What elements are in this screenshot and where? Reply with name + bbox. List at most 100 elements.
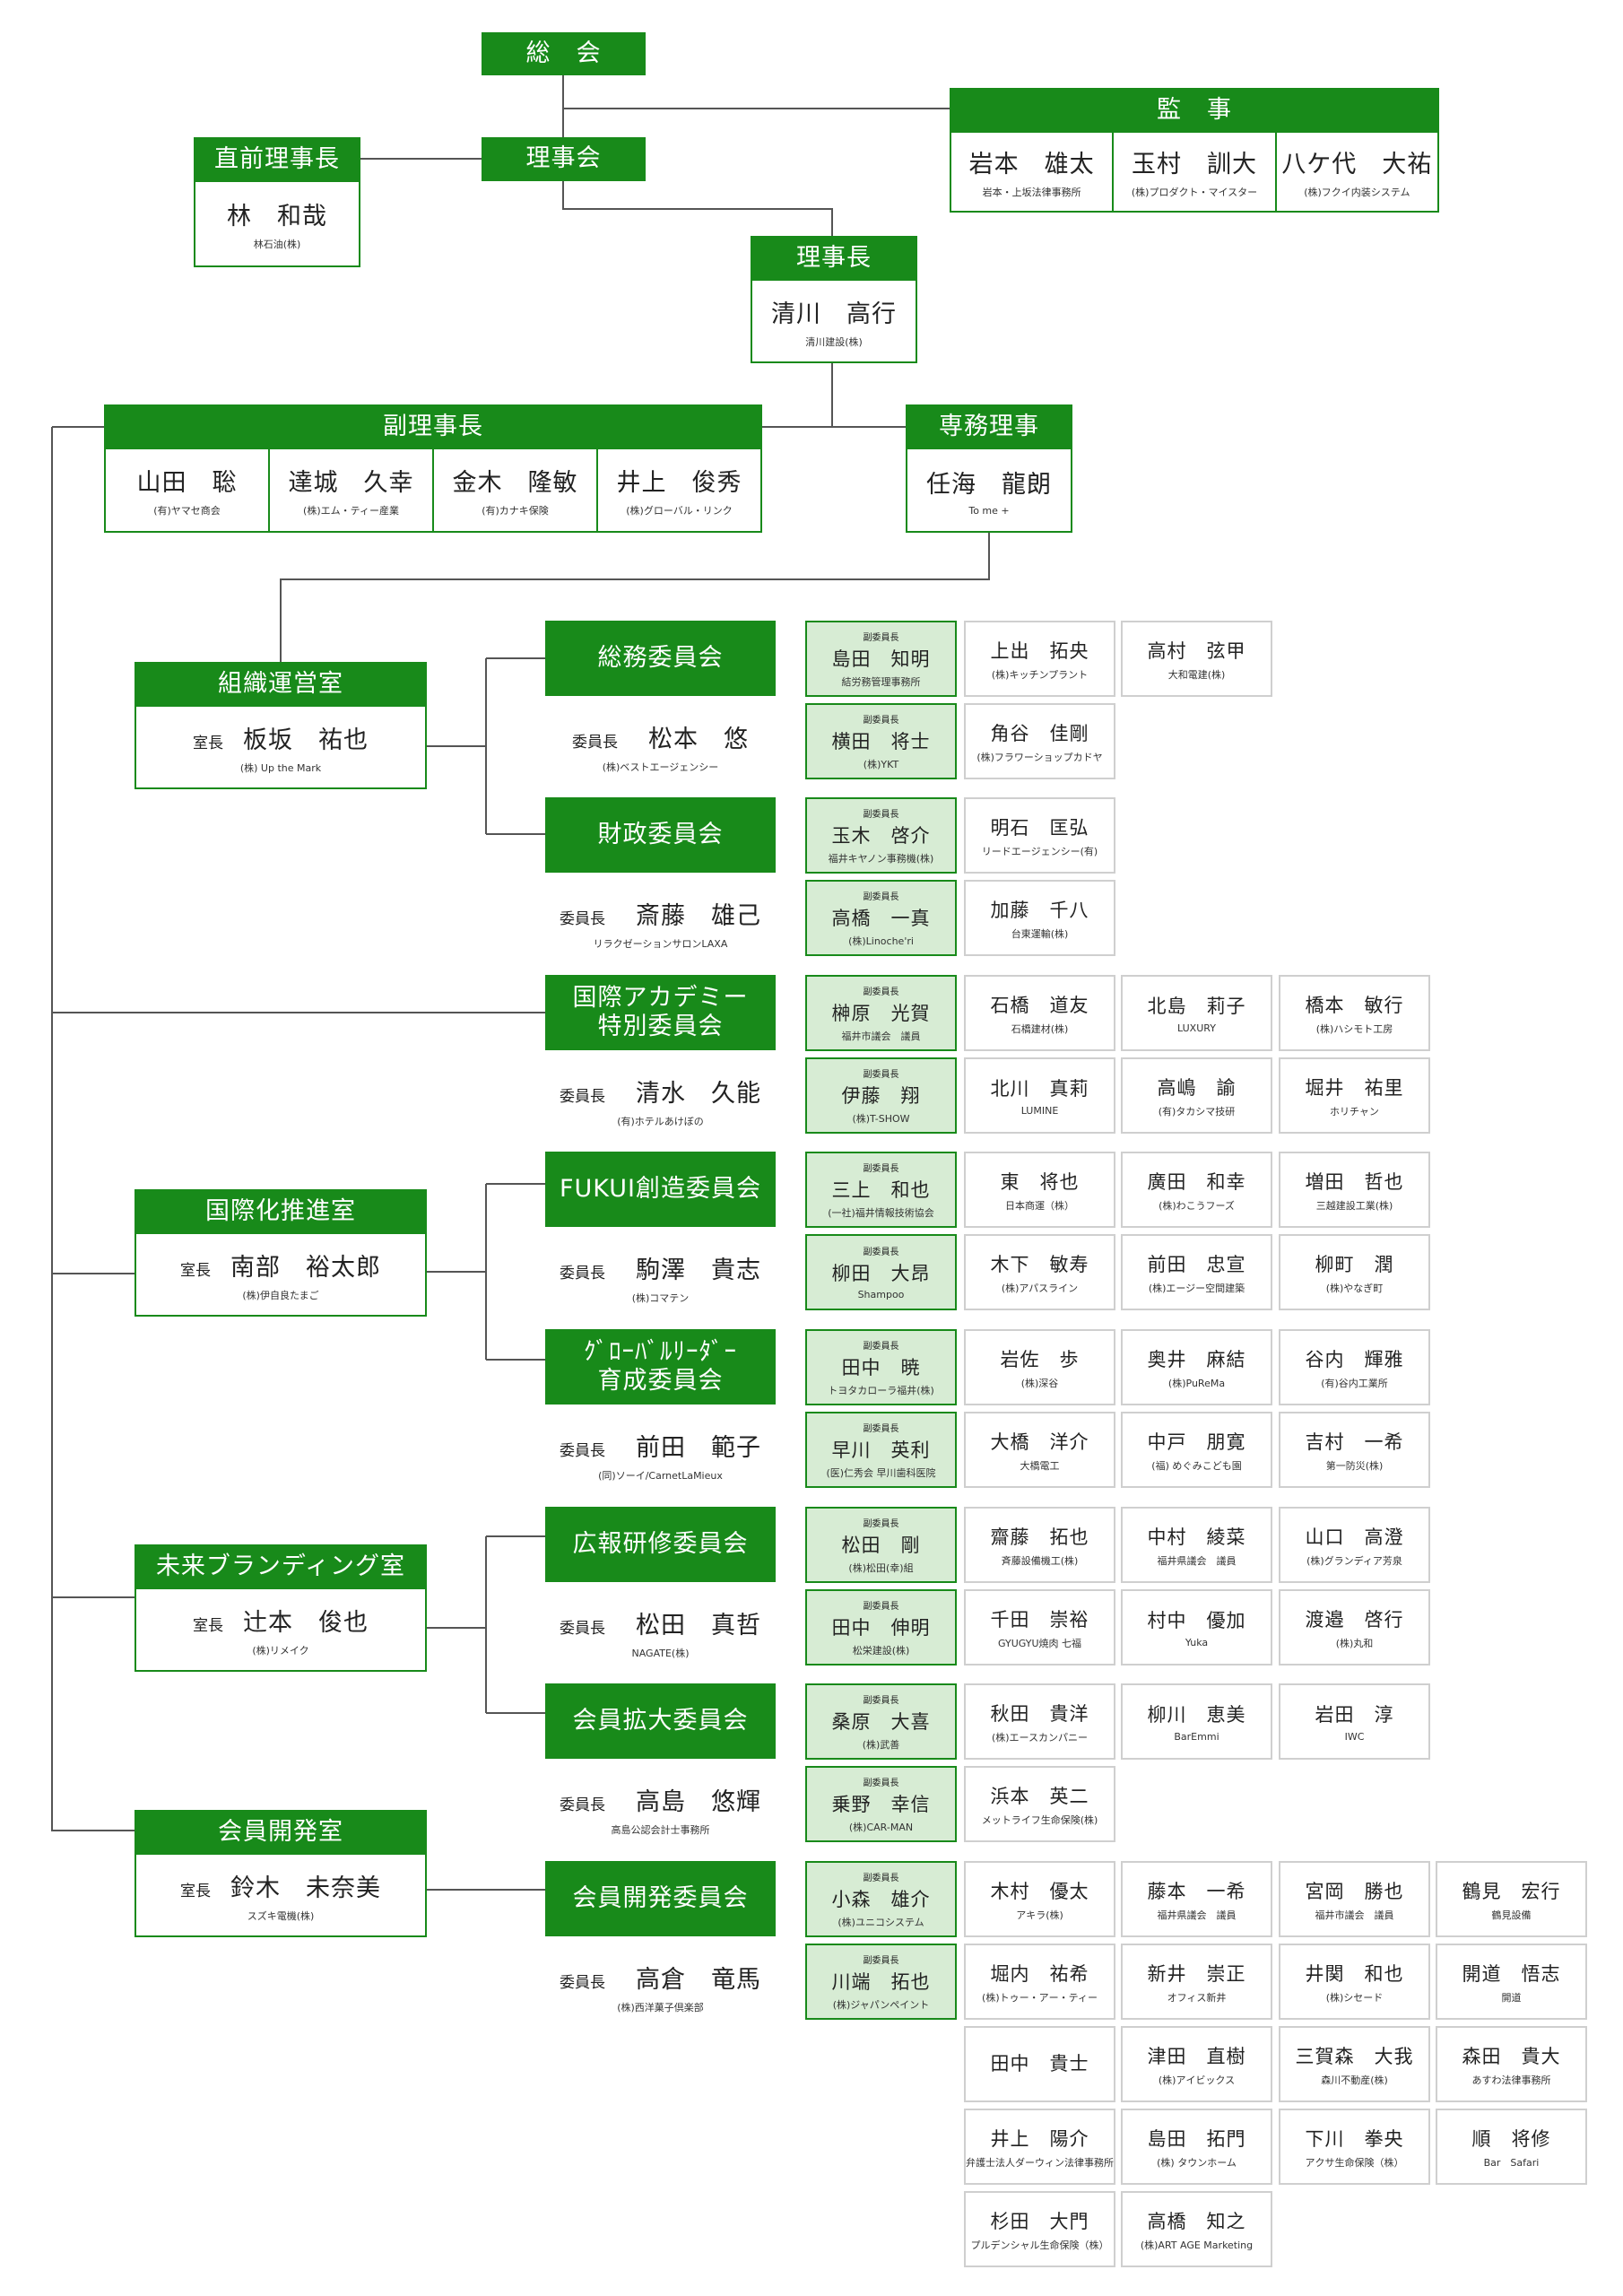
office-header: 組織運営室	[135, 662, 427, 707]
committee-chair: 委員長高倉 竜馬(株)西洋菓子倶楽部	[545, 1951, 776, 2022]
committee-member-card: 奥井 麻結(株)PuReMa	[1121, 1329, 1272, 1405]
committee-member-card: 齋藤 拓也斉藤設備機工(株)	[964, 1507, 1115, 1583]
vice-chair-company: 結労務管理事務所	[841, 675, 921, 688]
member-company: Yuka	[1185, 1637, 1209, 1648]
vice-chair-name: 川端 拓也	[831, 1970, 931, 1993]
member-name: 明石 匡弘	[990, 816, 1089, 839]
committee-member-card: 高村 弦甲大和電建(株)	[1121, 621, 1272, 697]
office-box: 未来ブランディング室 室長辻本 俊也 (株)リメイク	[135, 1544, 427, 1672]
former-president-box: 直前理事長 林 和哉林石油(株)	[194, 137, 360, 267]
office-head: 室長辻本 俊也 (株)リメイク	[193, 1608, 369, 1657]
member-company: (株)ハシモト工房	[1315, 1022, 1393, 1035]
member-company: BarEmmi	[1174, 1731, 1219, 1743]
committee-member-card: 吉村 一希第一防災(株)	[1279, 1412, 1430, 1488]
committee-member-card: 木下 敏寿(株)アパスライン	[964, 1234, 1115, 1310]
member-company: LUXURY	[1177, 1022, 1216, 1034]
board-header: 理事会	[482, 137, 646, 181]
member-name: 鶴見 宏行	[1462, 1880, 1561, 1902]
auditor-member: 八ケ代 大祐(株)フクイ内装システム	[1274, 133, 1437, 211]
member-company: (有)タカシマ技研	[1158, 1105, 1236, 1118]
member-name: 宮岡 勝也	[1305, 1880, 1404, 1902]
committee-member-card: 杉田 大門プルデンシャル生命保険（株）	[964, 2191, 1115, 2267]
committee-member-card: 浜本 英二メットライフ生命保険(株)	[964, 1766, 1115, 1842]
committee-header: 会員開発委員会	[545, 1861, 776, 1936]
committee-chair: 委員長前田 範子(同)ソーイ/CarnetLaMieux	[545, 1419, 776, 1491]
committee-member-card: 井上 陽介弁護士法人ダーウィン法律事務所	[964, 2109, 1115, 2185]
vice-chair-company: (株)T-SHOW	[852, 1112, 910, 1125]
committee-header: 会員拡大委員会	[545, 1683, 776, 1759]
vice-chair-card: 副委員長桑原 大喜(株)武善	[805, 1683, 957, 1760]
committee-member-card: 鶴見 宏行鶴見設備	[1436, 1861, 1587, 1937]
committee-member-card: 田中 貴士	[964, 2026, 1115, 2102]
member-name: 杉田 大門	[990, 2210, 1089, 2232]
vice-chair-name: 柳田 大昂	[831, 1263, 931, 1284]
committee-member-card: 津田 直樹(株)アイビックス	[1121, 2026, 1272, 2102]
member-company: (株)アイビックス	[1158, 2074, 1236, 2086]
vice-chair-label: 副委員長	[863, 1955, 899, 1966]
member-name: 岩田 淳	[1315, 1704, 1394, 1726]
auditor-box: 監 事 岩本 雄太岩本・上坂法律事務所 玉村 訓大(株)プロダクト・マイスター …	[950, 88, 1439, 213]
member-name: 井上 陽介	[990, 2127, 1089, 2150]
chair-company: (株)西洋菓子倶楽部	[617, 2001, 704, 2013]
member-name: 千田 崇裕	[990, 1608, 1089, 1631]
vice-chair-company: (株)YKT	[863, 758, 899, 770]
member-company: (株)やなぎ町	[1325, 1282, 1384, 1294]
committee-member-card: 角谷 佳剛(株)フラワーショップカドヤ	[964, 703, 1115, 779]
vice-chair-label: 副委員長	[863, 987, 899, 997]
committee-chair: 委員長高島 悠輝高島公認会計士事務所	[545, 1773, 776, 1845]
vice-chair-company: (株)ユニコシステム	[838, 1916, 924, 1928]
vice-president-member: 井上 俊秀(株)グローバル・リンク	[596, 449, 760, 531]
member-company: (有)谷内工業所	[1321, 1377, 1388, 1389]
committee-member-card: 廣田 和幸(株)わこうフーズ	[1121, 1152, 1272, 1228]
member-company: 鶴見設備	[1491, 1909, 1532, 1921]
office-header: 未来ブランディング室	[135, 1544, 427, 1589]
member-company: 台東運輸(株)	[1011, 927, 1069, 940]
vice-chair-card: 副委員長早川 英利(医)仁秀会 早川歯科医院	[805, 1412, 957, 1488]
member-company: 福井市議会 議員	[1315, 1909, 1394, 1921]
member-name: 渡邉 啓行	[1305, 1608, 1404, 1631]
member-name: 木村 優太	[990, 1880, 1089, 1902]
vice-chair-name: 桑原 大喜	[831, 1710, 931, 1733]
committee-member-card: 東 将也日本商運（株）	[964, 1152, 1115, 1228]
vice-chair-label: 副委員長	[863, 1873, 899, 1883]
committee-member-card: 秋田 貴洋(株)エースカンパニー	[964, 1683, 1115, 1760]
member-name: 中村 綾菜	[1147, 1526, 1246, 1548]
vice-chair-company: (株)松田(幸)組	[848, 1561, 914, 1574]
committee-member-card: 中村 綾菜福井県議会 議員	[1121, 1507, 1272, 1583]
member-company: (株) タウンホーム	[1157, 2156, 1237, 2169]
vice-chair-label: 副委員長	[863, 1163, 899, 1174]
member-name: 増田 哲也	[1305, 1170, 1404, 1193]
member-company: (株)ART AGE Marketing	[1140, 2239, 1254, 2251]
member-name: 齋藤 拓也	[990, 1526, 1089, 1548]
member-company: (株)PuReMa	[1167, 1377, 1226, 1389]
member-company: メットライフ生命保険(株)	[981, 1813, 1098, 1826]
member-company: (福) めぐみこども園	[1151, 1459, 1242, 1472]
member-company: 開道	[1501, 1991, 1522, 2004]
member-company: 三越建設工業(株)	[1315, 1199, 1393, 1212]
member-company: LUMINE	[1020, 1105, 1059, 1117]
member-company: 福井県議会 議員	[1157, 1909, 1237, 1921]
committee-member-card: 橋本 敏行(株)ハシモト工房	[1279, 975, 1430, 1051]
member-name: 高嶋 諭	[1157, 1076, 1237, 1099]
member-company: (株)エージー空間建築	[1148, 1282, 1245, 1294]
vice-chair-label: 副委員長	[863, 809, 899, 820]
chair-company: 高島公認会計士事務所	[611, 1823, 710, 1836]
committee-member-card: 柳町 潤(株)やなぎ町	[1279, 1234, 1430, 1310]
vice-chair-card: 副委員長榊原 光賀福井市議会 議員	[805, 975, 957, 1051]
committee-member-card: 上出 拓央(株)キッチンプラント	[964, 621, 1115, 697]
vice-chair-label: 副委員長	[863, 632, 899, 643]
committee-member-card: 三賀森 大我森川不動産(株)	[1279, 2026, 1430, 2102]
member-company: (株)キッチンプラント	[991, 668, 1089, 681]
member-name: 井関 和也	[1305, 1962, 1404, 1985]
vice-chair-label: 副委員長	[863, 891, 899, 902]
member-company: 斉藤設備機工(株)	[1001, 1554, 1079, 1567]
committee-header: ｸﾞﾛｰﾊﾞﾙﾘｰﾀﾞｰ 育成委員会	[545, 1329, 776, 1405]
committee-member-card: 宮岡 勝也福井市議会 議員	[1279, 1861, 1430, 1937]
member-name: 石橋 道友	[990, 994, 1089, 1016]
member-company: オフィス新井	[1167, 1991, 1227, 2004]
committee-member-card: 中戸 朋寛(福) めぐみこども園	[1121, 1412, 1272, 1488]
